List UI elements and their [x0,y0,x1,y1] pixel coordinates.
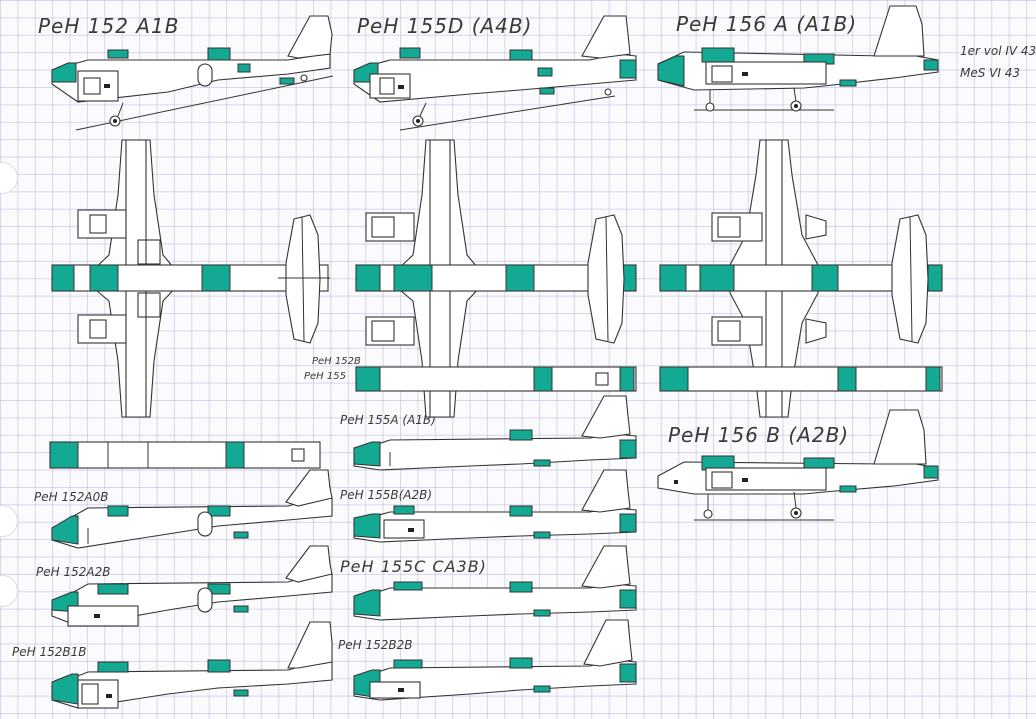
binder-hole-bottom [0,575,18,607]
side-view-peh-152-a1b [51,15,334,131]
side-view-peh-152a2b [51,545,333,627]
label-peh-155c: PeH 155C CA3B) [340,557,487,576]
title-peh-152-a1b: PeH 152 A1B [38,14,180,38]
top-view-peh-155d [355,139,637,418]
title-peh-155d: PeH 155D (A4B) [357,14,533,38]
label-peh-155: PeH 155 [304,371,346,382]
side-view-peh-156a [657,5,939,112]
binder-hole-middle [0,505,18,537]
top-view-peh-156a [659,139,943,418]
title-peh-156b: PeH 156 B (A2B) [668,423,850,447]
side-view-peh-156b [657,409,939,521]
fuselage-band-peh-152 [49,441,321,469]
binder-hole-top [0,162,18,194]
side-view-peh-152b1b [51,621,333,709]
side-view-peh-155d [353,15,637,131]
label-peh-155b: PeH 155B(A2B) [340,488,433,502]
label-peh-152a0b: PeH 152A0B [34,490,109,504]
side-view-peh-152a0b [51,469,333,549]
label-peh-152b2b: PeH 152B2B [338,638,413,652]
first-flight-note: 1er vol IV 43 [960,44,1036,58]
side-view-peh-152b2b [353,619,637,701]
title-peh-156a: PeH 156 A (A1B) [676,12,858,36]
label-peh-155a: PeH 155A (A1B) [340,413,436,427]
label-peh-152a2b: PeH 152A2B [36,565,111,579]
service-note: MeS VI 43 [960,66,1020,80]
side-view-peh-155c [353,545,637,621]
label-peh-152b: PeH 152B [312,356,361,367]
top-view-peh-152 [51,139,330,418]
side-view-peh-155a [353,395,637,471]
label-peh-152b1b: PeH 152B1B [12,645,87,659]
side-view-peh-155b [353,469,637,543]
